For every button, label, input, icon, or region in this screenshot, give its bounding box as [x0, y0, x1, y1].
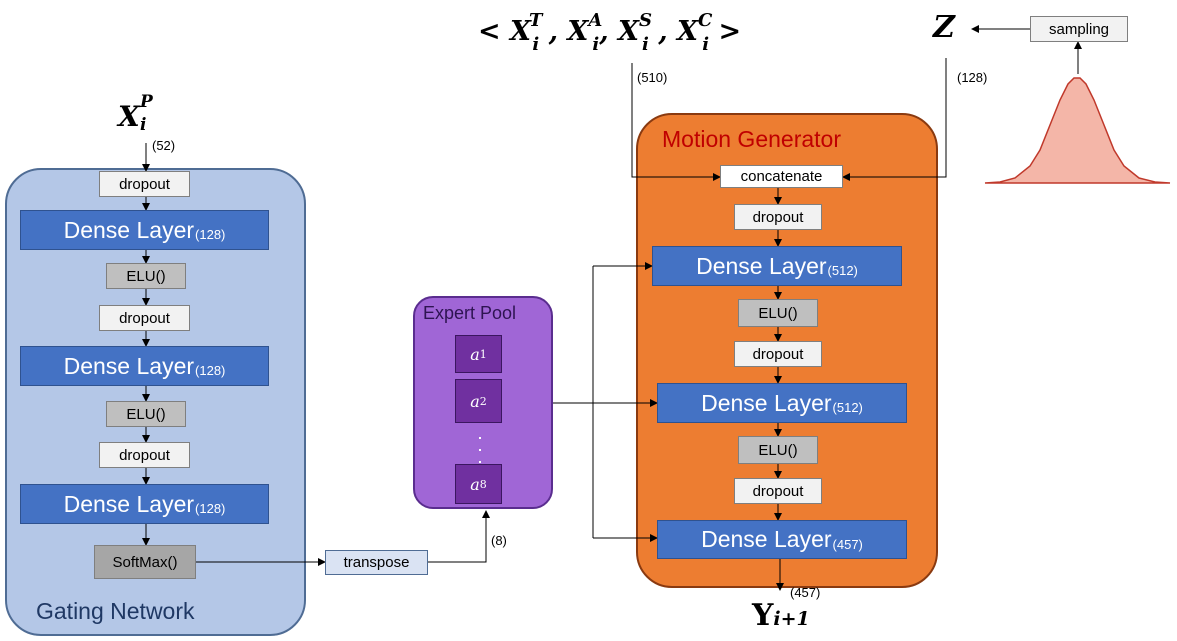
gating-elu-2: ELU()	[106, 401, 186, 427]
ellipsis-dot-3	[479, 461, 481, 463]
gating-dense-layer-1-size: (128)	[195, 227, 226, 242]
gating-dense-layer-2-label: Dense Layer	[63, 352, 195, 379]
gating-dense-layer-3-size: (128)	[195, 501, 226, 516]
motion-elu-1: ELU()	[738, 299, 818, 327]
gaussian-curve	[984, 77, 1171, 184]
gating-dense-layer-3-label: Dense Layer	[63, 490, 195, 517]
motion-dense-layer-1: Dense Layer(512)	[652, 246, 902, 286]
gating-dense-layer-1-label: Dense Layer	[63, 216, 195, 243]
latent-z-label: Z	[933, 10, 955, 45]
motion-elu-2: ELU()	[738, 436, 818, 464]
concatenate-box: concatenate	[720, 165, 843, 188]
expert-pool-title: Expert Pool	[423, 303, 517, 323]
motion-output-dim: (457)	[790, 585, 821, 600]
gating-network-title: Gating Network	[36, 598, 195, 624]
motion-dense-layer-2-label: Dense Layer	[701, 389, 832, 416]
softmax-box: SoftMax()	[94, 545, 196, 579]
latent-z-dim: (128)	[957, 70, 988, 85]
sampling-box: sampling	[1030, 16, 1128, 42]
transpose-dim: (8)	[491, 533, 507, 548]
gating-dense-layer-2-size: (128)	[195, 363, 226, 378]
motion-dropout-3: dropout	[734, 478, 822, 504]
gating-dropout-3: dropout	[99, 442, 190, 468]
gating-dense-layer-3: Dense Layer(128)	[20, 484, 269, 524]
condition-input-label: < XTi , XAi, XSi , XCi >	[478, 10, 742, 55]
motion-dense-layer-2-size: (512)	[832, 400, 863, 415]
motion-dropout-2: dropout	[734, 341, 822, 367]
output-label: Yi+1	[752, 598, 810, 633]
condition-input-dim: (510)	[637, 70, 668, 85]
gating-dense-layer-2: Dense Layer(128)	[20, 346, 269, 386]
motion-dense-layer-1-label: Dense Layer	[696, 252, 827, 279]
gating-dropout-2: dropout	[99, 305, 190, 331]
motion-dense-layer-3: Dense Layer(457)	[657, 520, 907, 559]
ellipsis-dot-2	[479, 449, 481, 451]
transpose-box: transpose	[325, 550, 428, 575]
ellipsis-dot-1	[479, 437, 481, 439]
motion-dense-layer-3-size: (457)	[832, 536, 863, 552]
motion-dropout-1: dropout	[734, 204, 822, 230]
gating-elu-1: ELU()	[106, 263, 186, 289]
gating-dense-layer-1: Dense Layer(128)	[20, 210, 269, 250]
motion-dense-layer-2: Dense Layer(512)	[657, 383, 907, 423]
motion-dense-layer-3-label: Dense Layer	[701, 526, 832, 552]
gating-dropout-1: dropout	[99, 171, 190, 197]
phase-input-dim: (52)	[152, 138, 176, 153]
motion-generator-title: Motion Generator	[662, 126, 841, 152]
motion-dense-layer-1-size: (512)	[827, 263, 858, 278]
